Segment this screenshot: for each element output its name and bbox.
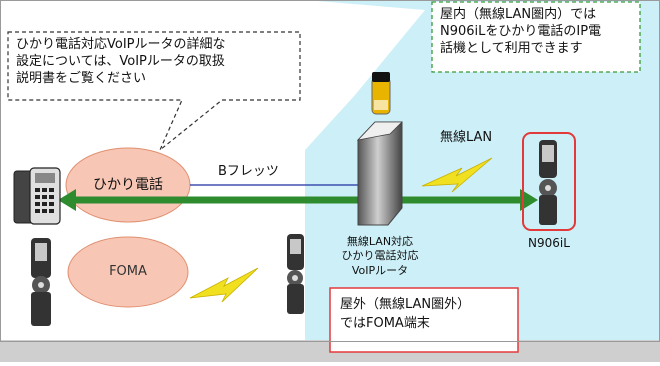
n906il-phone-icon: [539, 140, 557, 225]
foma-wireless-icon: [189, 267, 259, 303]
wireless-lan-label: 無線LAN: [440, 130, 493, 145]
foma-ellipse: [67, 236, 189, 308]
foma-label: FOMA: [109, 264, 147, 279]
b-flets-label: Bフレッツ: [218, 164, 279, 179]
outdoor-info-text: 屋外（無線LAN圏外） ではFOMA端末: [340, 297, 471, 331]
indoor-info-text: 屋内（無線LAN圏内）では N906iLをひかり電話のIP電 話機として利用でき…: [440, 7, 602, 56]
n906il-highlight: [522, 132, 576, 231]
voip-callout-box: [7, 31, 301, 151]
indoor-info-box: [431, 1, 641, 73]
wireless-lan-icon: [421, 157, 493, 193]
router-caption: 無線LAN対応 ひかり電話対応 VoIPルータ: [341, 235, 419, 277]
desk-phone-icon: [13, 167, 61, 225]
voip-router-icon: [356, 72, 403, 226]
arrow-head-right: [520, 189, 538, 211]
mobile-phone-icon: [287, 234, 304, 314]
hikari-denwa-label: ひかり電話: [93, 177, 163, 193]
foma-phone-icon: [31, 238, 51, 326]
arrow-head-left: [58, 189, 76, 211]
n906il-label: N906iL: [528, 236, 570, 250]
indoor-area: [305, 0, 660, 340]
voip-callout-text: ひかり電話対応VoIPルータの詳細な 設定については、VoIPルータの取扱 説明…: [16, 37, 226, 86]
diagram-frame: [0, 0, 660, 342]
